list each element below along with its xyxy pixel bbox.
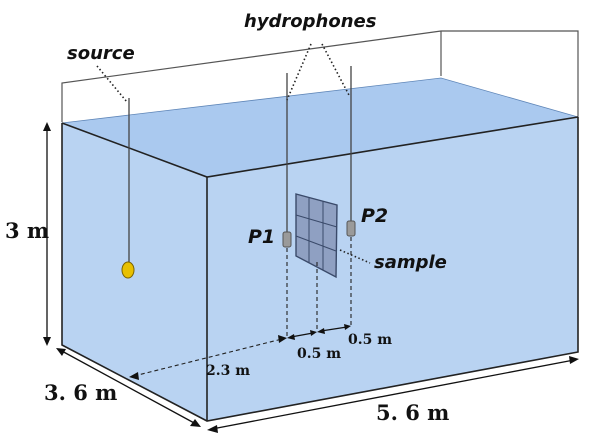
- height-dimension-label: 3 m: [5, 218, 49, 243]
- arrowhead-icon: [317, 328, 325, 334]
- arrowhead-icon: [43, 122, 51, 131]
- width-dimension-line: [59, 349, 197, 425]
- hydrophones-label: hydrophones: [244, 11, 377, 32]
- projection-lines: [286, 237, 352, 338]
- distance-dimension-line: [133, 338, 283, 377]
- p1-sample-dimension-line: [290, 332, 314, 338]
- dimension-arrows: 3 m 3. 6 m 5. 6 m 2.3 m 0.5 m 0.5 m: [5, 122, 579, 433]
- arrowhead-icon: [56, 348, 66, 356]
- sample-grid-line: [295, 235, 337, 252]
- hydrophone-p1-icon: [282, 231, 292, 248]
- sample-label: sample: [374, 252, 447, 273]
- arrowhead-icon: [207, 425, 218, 433]
- source-label: source: [67, 43, 135, 64]
- sample-p2-dimension-label: 0.5 m: [348, 332, 392, 348]
- arrowhead-icon: [310, 330, 317, 336]
- source-transducer-icon: [121, 261, 135, 279]
- water-volume: [61, 77, 579, 422]
- sample-panel: sample: [295, 193, 447, 279]
- source-assembly: source: [67, 43, 135, 279]
- hydrophones-assembly: hydrophones P1 P2: [244, 11, 388, 248]
- sample-leader-line: [339, 249, 371, 264]
- arrowhead-icon: [190, 419, 201, 427]
- sample-p2-dimension-line: [320, 326, 348, 332]
- arrowhead-icon: [129, 372, 139, 380]
- hydrophone-p2-icon: [346, 220, 356, 237]
- source-leader-line: [96, 65, 128, 103]
- p2-label: P2: [361, 205, 388, 227]
- p1-sample-dimension-label: 0.5 m: [297, 346, 341, 362]
- arrowhead-icon: [287, 334, 295, 340]
- arrowhead-icon: [43, 337, 51, 346]
- width-dimension-label: 3. 6 m: [44, 380, 117, 405]
- length-dimension-label: 5. 6 m: [376, 400, 449, 425]
- arrowhead-icon: [344, 324, 351, 330]
- p1-label: P1: [248, 226, 275, 248]
- hydrophones-leader-line-left: [286, 43, 312, 101]
- sample-grid-line: [295, 214, 338, 228]
- tank-outline-top: [61, 30, 579, 122]
- arrowhead-icon: [278, 335, 287, 343]
- length-dimension-line: [211, 359, 575, 430]
- distance-dimension-label: 2.3 m: [206, 363, 250, 379]
- arrowhead-icon: [569, 356, 579, 364]
